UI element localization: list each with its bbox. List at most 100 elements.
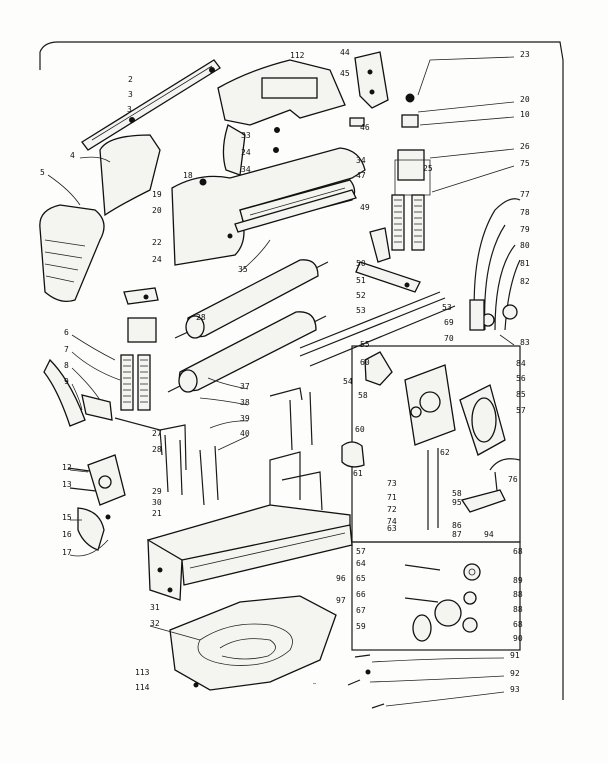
callout-n24a: 24 [152, 255, 162, 264]
callout-n6: 6 [64, 328, 69, 337]
gearbox-inset [341, 345, 521, 543]
callout-n83: 83 [520, 338, 530, 347]
callout-n24b: 24 [241, 148, 251, 157]
part-10-23-stack [394, 93, 431, 196]
callout-n17: 17 [62, 548, 72, 557]
callout-n47: 47 [356, 171, 366, 180]
springs-left [120, 354, 151, 411]
callout-n23: 23 [520, 50, 530, 59]
callout-n2: 2 [128, 75, 133, 84]
callout-n79: 79 [520, 225, 530, 234]
part-18-main-cover [171, 147, 366, 266]
callout-n38: 38 [240, 398, 250, 407]
leader-lines [47, 56, 515, 707]
callout-n72: 72 [387, 505, 397, 514]
rods-51-53 [299, 291, 456, 367]
part-40-frame-members [199, 387, 313, 506]
part-8-plate [43, 358, 113, 427]
callout-n28b: 28 [152, 445, 162, 454]
callout-n45: 45 [340, 69, 350, 78]
callout-n18: 18 [183, 171, 193, 180]
callout-n74: 74 [387, 517, 397, 526]
callout-n68a: 68 [513, 547, 523, 556]
screws-lower [347, 654, 385, 709]
callout-n30: 30 [152, 498, 162, 507]
frame-outline [39, 41, 564, 700]
callout-n63: 63 [387, 524, 397, 533]
callout-n80: 80 [520, 241, 530, 250]
callout-n78: 78 [520, 208, 530, 217]
callout-n16: 16 [62, 530, 72, 539]
callout-n89: 89 [513, 576, 523, 585]
callout-n73: 73 [387, 479, 397, 488]
callout-n13: 13 [62, 480, 72, 489]
callout-n91: 91 [510, 651, 520, 660]
callout-n53a: 53 [356, 306, 366, 315]
callout-n54: 54 [343, 377, 353, 386]
callout-n22: 22 [152, 238, 162, 247]
callout-n68b: 68 [513, 620, 523, 629]
callout-n44: 44 [340, 48, 350, 57]
callout-n77: 77 [520, 190, 530, 199]
callout-n97: 97 [336, 596, 346, 605]
callout-n10: 10 [520, 110, 530, 119]
callout-n12: 12 [62, 463, 72, 472]
callout-n86: 86 [452, 521, 462, 530]
callout-n87: 87 [452, 530, 462, 539]
callout-n113: 113 [135, 668, 150, 677]
callout-n40: 40 [240, 429, 250, 438]
callout-n34a: 34 [241, 165, 251, 174]
part-44-bracket [349, 51, 389, 127]
center-mark: ⋯ [313, 681, 316, 687]
callout-n71: 71 [387, 493, 397, 502]
callout-n112: 112 [290, 51, 305, 60]
part-27-bracket [114, 417, 187, 496]
callout-n57b: 57 [356, 547, 366, 556]
callout-n93: 93 [510, 685, 520, 694]
callout-n62: 62 [440, 448, 450, 457]
part-31-base-frame [147, 451, 353, 601]
callout-n69: 69 [444, 318, 454, 327]
callout-n29: 29 [152, 487, 162, 496]
callout-n7: 7 [64, 345, 69, 354]
callout-n33: 33 [241, 131, 251, 140]
callout-n50: 50 [356, 259, 366, 268]
callout-n65: 65 [356, 574, 366, 583]
callout-n20a: 20 [152, 206, 162, 215]
callout-n88a: 88 [513, 590, 523, 599]
callout-n114: 114 [135, 683, 150, 692]
callout-n15: 15 [62, 513, 72, 522]
callout-n55: 55 [360, 340, 370, 349]
callout-n70: 70 [444, 334, 454, 343]
callout-n57: 57 [516, 406, 526, 415]
callout-n3a: 3 [128, 90, 133, 99]
callout-n53b: 53 [442, 303, 452, 312]
callout-n60b: 60 [355, 425, 365, 434]
callout-n26: 26 [520, 142, 530, 151]
springs-75 [391, 194, 425, 251]
callout-n32: 32 [150, 619, 160, 628]
callout-n25: 25 [423, 164, 433, 173]
callout-n94: 94 [484, 530, 494, 539]
part-32-base-plate [169, 595, 337, 691]
callout-n21: 21 [152, 509, 162, 518]
callout-n92: 92 [510, 669, 520, 678]
callout-n84: 84 [516, 359, 526, 368]
callout-n85: 85 [516, 390, 526, 399]
gear-assembly-left [67, 454, 126, 551]
callout-n61: 61 [353, 469, 363, 478]
roller-upper [174, 259, 329, 339]
callout-n52: 52 [356, 291, 366, 300]
callout-n51: 51 [356, 276, 366, 285]
callout-n20b: 20 [520, 95, 530, 104]
callout-n95: 95 [452, 498, 462, 507]
callout-n96: 96 [336, 574, 346, 583]
callout-n9: 9 [64, 377, 69, 386]
part-5-end-cover [39, 204, 105, 303]
callout-n46: 46 [360, 123, 370, 132]
rail-35 [234, 189, 357, 233]
callout-n3b: 3 [127, 105, 132, 114]
callout-n35: 35 [238, 265, 248, 274]
